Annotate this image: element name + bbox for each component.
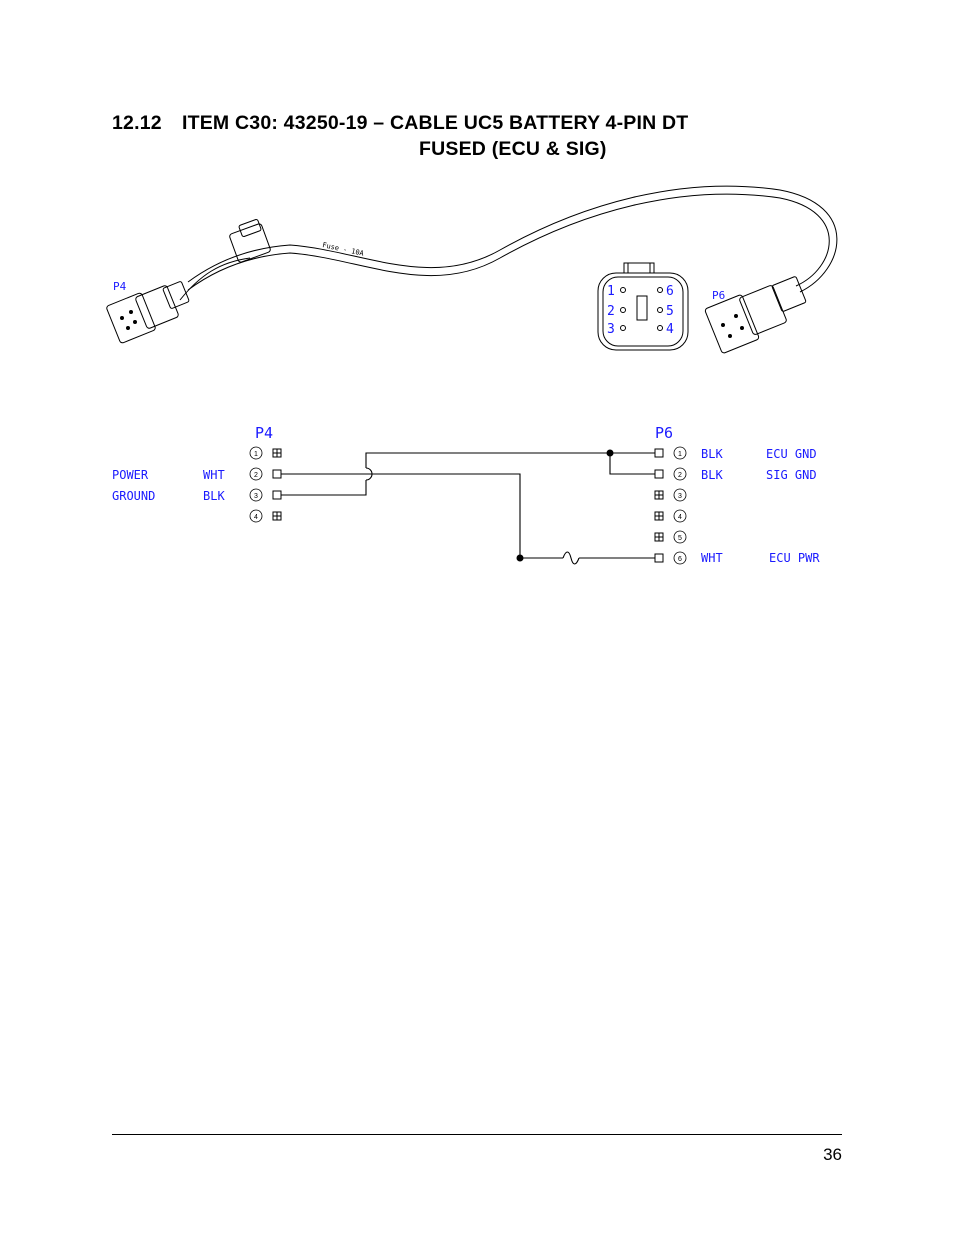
p4-pin-4: 4 <box>249 509 282 523</box>
p4-pin-2-color: WHT <box>203 468 225 482</box>
p4-connector-drawing <box>106 281 190 344</box>
p6-connector-drawing <box>704 276 807 354</box>
p6-pin-1-signal: ECU GND <box>766 447 817 461</box>
section-heading: 12.12 ITEM C30: 43250-19 – CABLE UC5 BATT… <box>112 110 832 162</box>
p4-schematic-label: P4 <box>255 424 273 442</box>
p6-pin-5: 5 <box>654 530 687 544</box>
footer-rule <box>112 1134 842 1135</box>
p6-face-view <box>597 262 689 351</box>
face-pin-6: 6 <box>666 284 674 299</box>
p4-photo-label: P4 <box>113 280 127 293</box>
p6-pin-4: 4 <box>654 509 687 523</box>
face-pin-2: 2 <box>607 304 615 319</box>
svg-text:3: 3 <box>678 493 682 500</box>
p6-pin-1: 1 BLK ECU GND <box>654 446 817 461</box>
p6-pin-2-signal: SIG GND <box>766 468 817 482</box>
power-splice-dot <box>516 554 524 562</box>
svg-text:2: 2 <box>254 472 258 479</box>
p6-pin-3: 3 <box>654 488 687 502</box>
wiring-schematic: P4 P6 1 2 POWER WHT 3 GROUND BLK 4 <box>112 424 820 565</box>
face-pin-numbers: 1 2 3 4 5 6 <box>607 284 674 337</box>
face-pin-5: 5 <box>666 304 674 319</box>
p4-pin-2-signal: POWER <box>112 468 149 482</box>
section-number: 12.12 <box>112 112 162 134</box>
svg-text:4: 4 <box>678 514 682 521</box>
p6-schematic-label: P6 <box>655 424 673 442</box>
p4-pin-3: 3 GROUND BLK <box>112 488 282 503</box>
page-number: 36 <box>823 1145 842 1164</box>
face-pin-3: 3 <box>607 322 615 337</box>
p4-pin-3-color: BLK <box>203 489 225 503</box>
schematic-wires <box>281 452 655 565</box>
section-title-line2: FUSED (ECU & SIG) <box>419 138 607 160</box>
p4-pin-2: 2 POWER WHT <box>112 467 282 482</box>
p4-pin-1: 1 <box>249 446 282 460</box>
p6-pin-2: 2 BLK SIG GND <box>654 467 817 482</box>
face-pin-1: 1 <box>607 284 615 299</box>
section-title-line1: ITEM C30: 43250-19 – CABLE UC5 BATTERY 4… <box>182 112 689 134</box>
fuse-rating-text: Fuse - 10A <box>322 241 366 258</box>
svg-text:5: 5 <box>678 535 682 542</box>
face-pin-4: 4 <box>666 322 674 337</box>
p6-pin-6: 6 WHT ECU PWR <box>654 551 820 565</box>
svg-text:3: 3 <box>254 493 258 500</box>
svg-text:1: 1 <box>678 451 682 458</box>
p6-pin-2-color: BLK <box>701 468 723 482</box>
cable-illustration <box>106 185 838 354</box>
ground-splice-dot <box>606 449 614 457</box>
svg-text:2: 2 <box>678 472 682 479</box>
p6-pin-6-signal: ECU PWR <box>769 551 820 565</box>
p4-pin-3-signal: GROUND <box>112 489 155 503</box>
p6-photo-label: P6 <box>712 289 725 302</box>
svg-text:6: 6 <box>678 556 682 563</box>
svg-text:4: 4 <box>254 514 258 521</box>
svg-text:1: 1 <box>254 451 258 458</box>
p6-pin-1-color: BLK <box>701 447 723 461</box>
p6-pin-6-color: WHT <box>701 551 723 565</box>
